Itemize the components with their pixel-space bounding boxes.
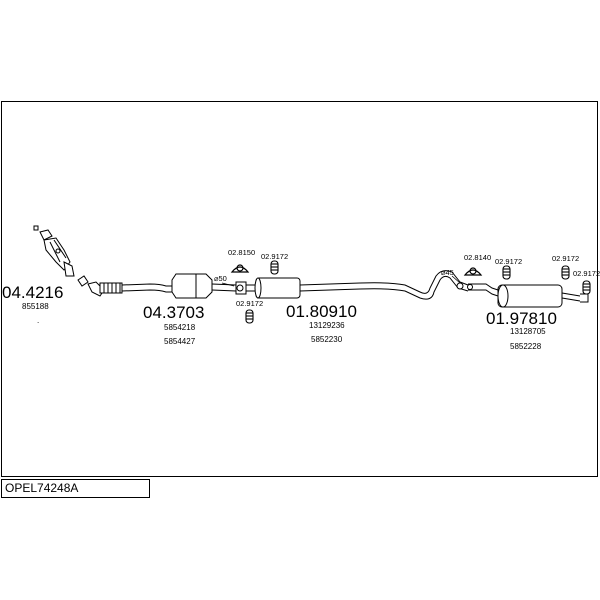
ref-middle-silencer-2: 5852230 <box>311 335 343 344</box>
hanger-icon <box>582 280 591 295</box>
hanger-icon <box>502 265 511 280</box>
fitting-hanger-e: 02.9172 <box>573 269 600 278</box>
fitting-hanger-a: 02.9172 <box>261 252 288 261</box>
fitting-clamp-a: 02.8150 <box>228 248 255 257</box>
ref-middle-silencer-1: 13129236 <box>309 321 345 330</box>
catalyst-drawing <box>33 225 75 277</box>
ref-catalyst-1: 855188 <box>22 302 49 311</box>
ref-rear-silencer-2: 5852228 <box>510 342 542 351</box>
dimension-45: ⌀45 <box>441 268 454 277</box>
fitting-hanger-c: 02.9172 <box>495 257 522 266</box>
middle-silencer-drawing <box>246 270 469 300</box>
hanger-icon <box>270 260 279 275</box>
hanger-icon <box>561 265 570 280</box>
clamp-icon <box>230 264 250 273</box>
diagram-title: OPEL74248A <box>1 479 150 498</box>
clamp-icon <box>463 267 483 276</box>
part-number-rear-silencer: 01.97810 <box>486 309 557 328</box>
part-number-middle-silencer: 01.80910 <box>286 302 357 321</box>
fitting-clamp-b: 02.8140 <box>464 253 491 262</box>
ref-rear-silencer-1: 13128705 <box>510 327 546 336</box>
ref-front-pipe-1: 5854218 <box>164 323 196 332</box>
front-pipe-drawing <box>121 273 247 299</box>
dot-mark: . <box>37 316 39 325</box>
diagram-frame <box>1 101 598 477</box>
ref-front-pipe-2: 5854427 <box>164 337 196 346</box>
dimension-50: ⌀50 <box>214 274 227 283</box>
rear-silencer-drawing <box>456 282 589 308</box>
part-number-catalyst: 04.4216 <box>2 283 63 302</box>
part-number-front-pipe: 04.3703 <box>143 303 204 322</box>
hanger-icon <box>245 309 254 324</box>
flex-pipe-drawing <box>77 275 123 297</box>
fitting-hanger-b: 02.9172 <box>236 299 263 308</box>
fitting-hanger-d: 02.9172 <box>552 254 579 263</box>
